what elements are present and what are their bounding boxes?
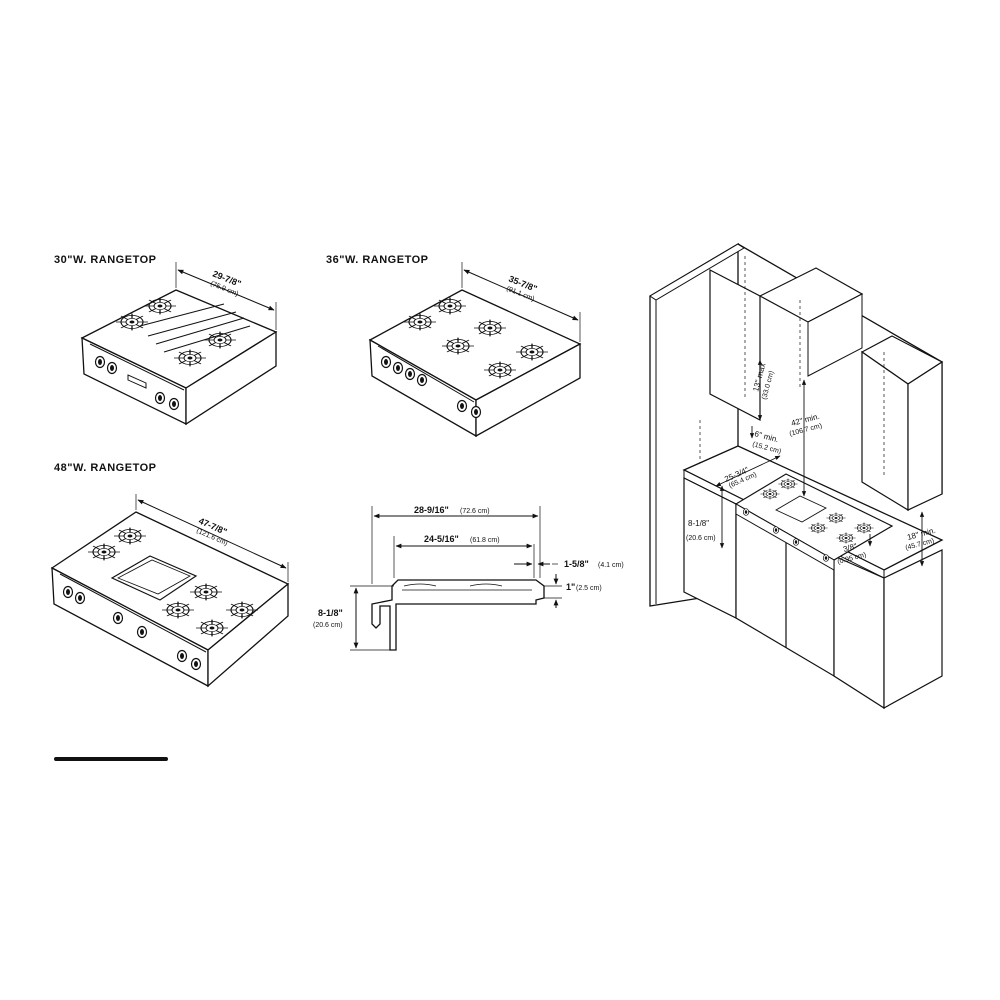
decorative-bar (54, 757, 168, 761)
title-30w-rangetop: 30"W. RANGETOP (54, 254, 157, 266)
knob-icon (154, 391, 166, 405)
knob-icon (112, 611, 124, 625)
knob-icon (792, 538, 800, 546)
knob-icon (380, 355, 392, 369)
dim-height-cm: (20.6 cm) (313, 622, 343, 629)
knob-icon (742, 508, 750, 516)
dim-inner-in: 24-5/16" (424, 534, 459, 544)
knob-icon (74, 591, 86, 605)
dim-depth-cm: (72.6 cm) (460, 508, 490, 515)
dim-base-cm: (2.5 cm) (576, 585, 602, 592)
label-8-1-8: 8-1/8" (688, 519, 709, 528)
rangetop-36w: 35-7/8" (91.1 cm) (368, 262, 582, 438)
knob-icon (136, 625, 148, 639)
dim-height-in: 8-1/8" (318, 608, 343, 618)
dim-base-in: 1" (566, 582, 575, 592)
knob-icon (94, 355, 106, 369)
knob-icon (190, 657, 202, 671)
knob-icon (470, 405, 482, 419)
dim-lip-in: 1-5/8" (564, 559, 589, 569)
knob-icon (392, 361, 404, 375)
knob-icon (456, 399, 468, 413)
knob-icon (62, 585, 74, 599)
label-8-1-8-cm: (20.6 cm) (686, 535, 716, 542)
knob-icon (404, 367, 416, 381)
side-profile: 28-9/16" (72.6 cm) 24-5/16" (61.8 cm) 1-… (313, 505, 624, 651)
knob-icon (106, 361, 118, 375)
knob-icon (176, 649, 188, 663)
installation-view: 13" max (33.0 cm) 42" min. (106.7 cm) 6"… (649, 242, 944, 710)
dim-lip-cm: (4.1 cm) (598, 562, 624, 569)
rangetop-30w: 29-7/8" (75.9 cm) (80, 262, 278, 426)
dim-inner-cm: (61.8 cm) (470, 537, 500, 544)
label-3-8: 3/8" (842, 542, 858, 554)
knob-icon (416, 373, 428, 387)
knob-icon (822, 554, 830, 562)
knob-icon (168, 397, 180, 411)
dim-depth-in: 28-9/16" (414, 505, 449, 515)
title-48w-rangetop: 48"W. RANGETOP (54, 462, 157, 474)
knob-icon (772, 526, 780, 534)
title-36w-rangetop: 36"W. RANGETOP (326, 254, 429, 266)
rangetop-48w: 47-7/8" (121.6 cm) (50, 494, 290, 688)
